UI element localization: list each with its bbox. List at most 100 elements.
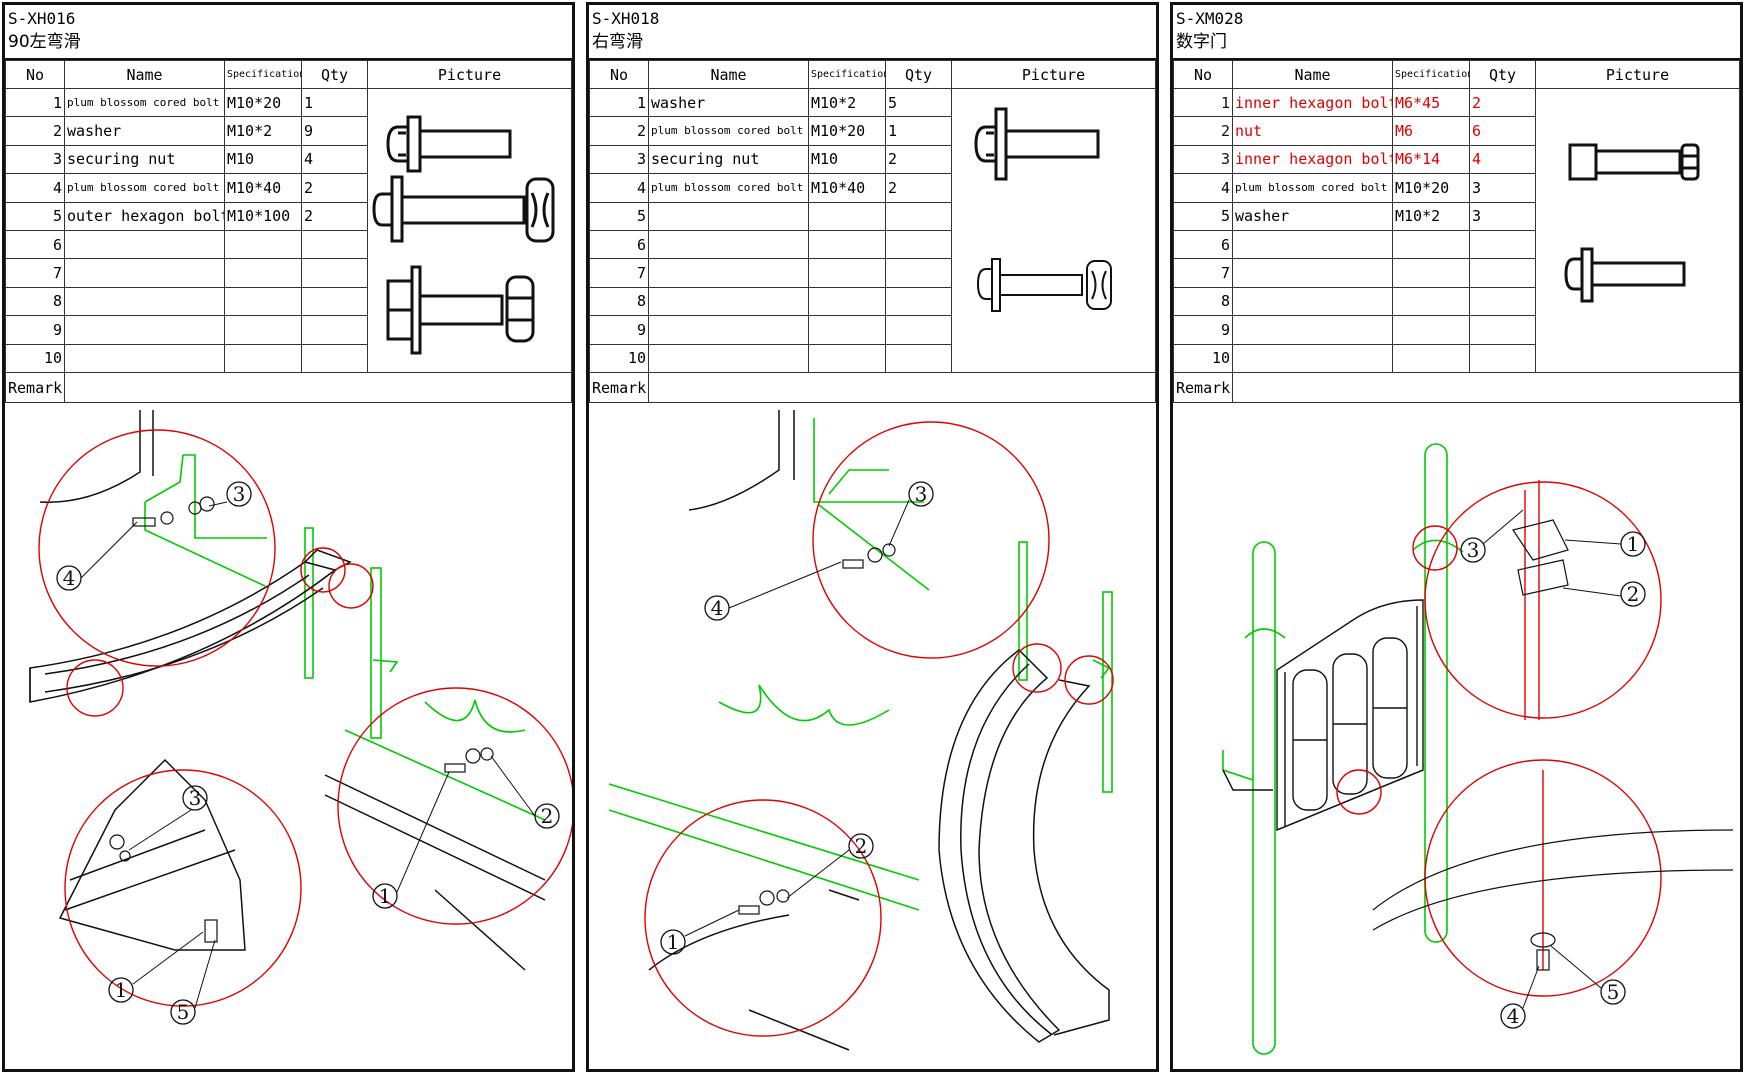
remark-row: Remark: [589, 372, 1156, 403]
remark-label: Remark: [1173, 372, 1233, 403]
callout-label: 3: [233, 482, 246, 506]
part-spec: M10*40: [808, 173, 886, 203]
table-header-row: No Name Specification Qty Picture: [5, 60, 572, 89]
part-name: plum blossom cored bolt: [648, 116, 809, 146]
part-name: [64, 229, 225, 260]
row-no: 10: [589, 343, 649, 374]
part-spec: M10: [808, 144, 886, 175]
table-row: 10: [1173, 343, 1740, 374]
row-no: 7: [5, 258, 65, 288]
part-qty: [301, 315, 368, 345]
part-spec: M6*14: [1392, 144, 1470, 175]
row-no: 9: [589, 315, 649, 345]
product-code: S-XM028: [1176, 9, 1244, 28]
part-name: [1232, 315, 1393, 345]
detail-circle: [38, 429, 276, 667]
callout-label: 2: [1627, 582, 1640, 606]
col-name: Name: [1232, 60, 1393, 89]
part-qty: [1469, 258, 1536, 288]
part-spec: [1392, 315, 1470, 345]
part-spec: M6*45: [1392, 87, 1470, 118]
part-name: [64, 343, 225, 374]
row-no: 3: [1173, 144, 1233, 175]
product-name: 右弯滑: [592, 32, 643, 52]
part-name: [648, 343, 809, 374]
row-no: 2: [5, 116, 65, 146]
part-spec: [224, 343, 302, 374]
callout-label: 1: [1627, 532, 1640, 556]
row-no: 10: [5, 343, 65, 374]
part-name: [648, 286, 809, 317]
part-spec: M10: [224, 144, 302, 175]
sheet-header: S-XM028 数字门: [1173, 5, 1740, 60]
part-qty: [1469, 229, 1536, 260]
table-row: 10: [5, 343, 572, 374]
callout-label: 1: [115, 978, 128, 1002]
row-no: 5: [5, 201, 65, 231]
part-spec: M10*20: [1392, 173, 1470, 203]
part-qty: [301, 258, 368, 288]
parts-picture: [367, 88, 572, 373]
hardware-illustration: [974, 107, 1112, 312]
col-qty: Qty: [301, 60, 368, 89]
detail-circle: [1424, 481, 1662, 719]
part-name: securing nut: [64, 144, 225, 175]
part-qty: 1: [301, 87, 368, 118]
parts-picture: [951, 88, 1156, 373]
part-spec: M10*2: [808, 87, 886, 118]
table-row: 7: [5, 258, 572, 288]
part-spec: [808, 286, 886, 317]
part-name: [1232, 258, 1393, 288]
part-qty: 4: [1469, 144, 1536, 175]
row-no: 2: [589, 116, 649, 146]
assembly-drawing: 3 1 2 4 5: [1222, 443, 1734, 1055]
col-qty: Qty: [885, 60, 952, 89]
sheet-s-xh018: S-XH018 右弯滑 No Name Specification Qty Pi…: [586, 2, 1159, 1072]
row-no: 4: [5, 173, 65, 203]
table-row: 9: [1173, 315, 1740, 345]
part-spec: [808, 229, 886, 260]
remark-row: Remark: [1173, 372, 1740, 403]
part-name: [648, 315, 809, 345]
sheet-header: S-XH016 90左弯滑: [5, 5, 572, 60]
part-name: [648, 201, 809, 231]
col-picture: Picture: [951, 60, 1156, 89]
part-spec: [808, 258, 886, 288]
row-no: 6: [5, 229, 65, 260]
detail-circle: [812, 421, 1050, 659]
part-qty: [301, 229, 368, 260]
part-name: washer: [648, 87, 809, 118]
row-no: 5: [1173, 201, 1233, 231]
part-spec: M10*40: [224, 173, 302, 203]
table-row: 7: [1173, 258, 1740, 288]
part-name: [64, 258, 225, 288]
table-row: 9: [589, 315, 1156, 345]
row-no: 1: [1173, 87, 1233, 118]
remark-value: [648, 372, 1156, 403]
part-qty: [301, 343, 368, 374]
remark-row: Remark: [5, 372, 572, 403]
remark-label: Remark: [589, 372, 649, 403]
part-name: outer hexagon bolt: [64, 201, 225, 231]
sheet-s-xm028: S-XM028 数字门 No Name Specification Qty Pi…: [1170, 2, 1743, 1072]
sheet-s-xh016: S-XH016 90左弯滑 No Name Specification Qty …: [2, 2, 575, 1072]
callout-label: 3: [915, 482, 928, 506]
part-qty: [885, 343, 952, 374]
part-spec: M10*20: [808, 116, 886, 146]
part-spec: M10*2: [1392, 201, 1470, 231]
product-name: 数字门: [1176, 32, 1227, 52]
col-name: Name: [648, 60, 809, 89]
part-spec: [224, 315, 302, 345]
callout-label: 5: [1607, 980, 1620, 1004]
